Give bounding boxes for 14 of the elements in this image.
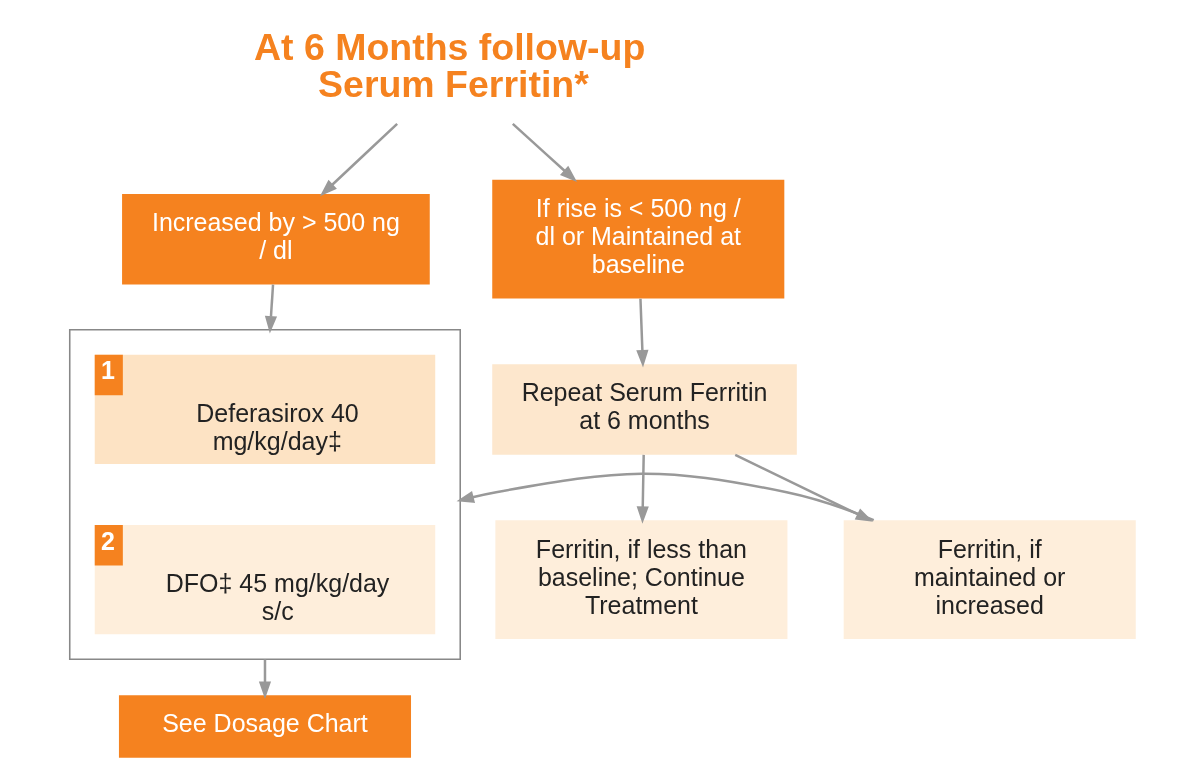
node-text: At 6 Months follow-up Serum Ferritin* bbox=[254, 25, 646, 106]
node-box: See Dosage Chart bbox=[118, 695, 411, 758]
arrow bbox=[511, 122, 578, 183]
node-box: Repeat Serum Ferritin at 6 months bbox=[492, 364, 797, 455]
arrow bbox=[319, 122, 398, 197]
node-box: If rise is < 500 ng / dl or Maintained at baseline bbox=[492, 179, 785, 299]
arrow bbox=[636, 298, 649, 368]
node-box: Ferritin, if maintained or increased bbox=[843, 520, 1136, 640]
arrow bbox=[264, 284, 278, 334]
arrow bbox=[258, 659, 272, 699]
arrow bbox=[636, 454, 649, 524]
node-box: Ferritin, if less than baseline; Continue Treatment bbox=[495, 520, 788, 640]
cluster bbox=[68, 329, 461, 661]
node-box: Increased by > 500 ng / dl bbox=[122, 193, 430, 285]
